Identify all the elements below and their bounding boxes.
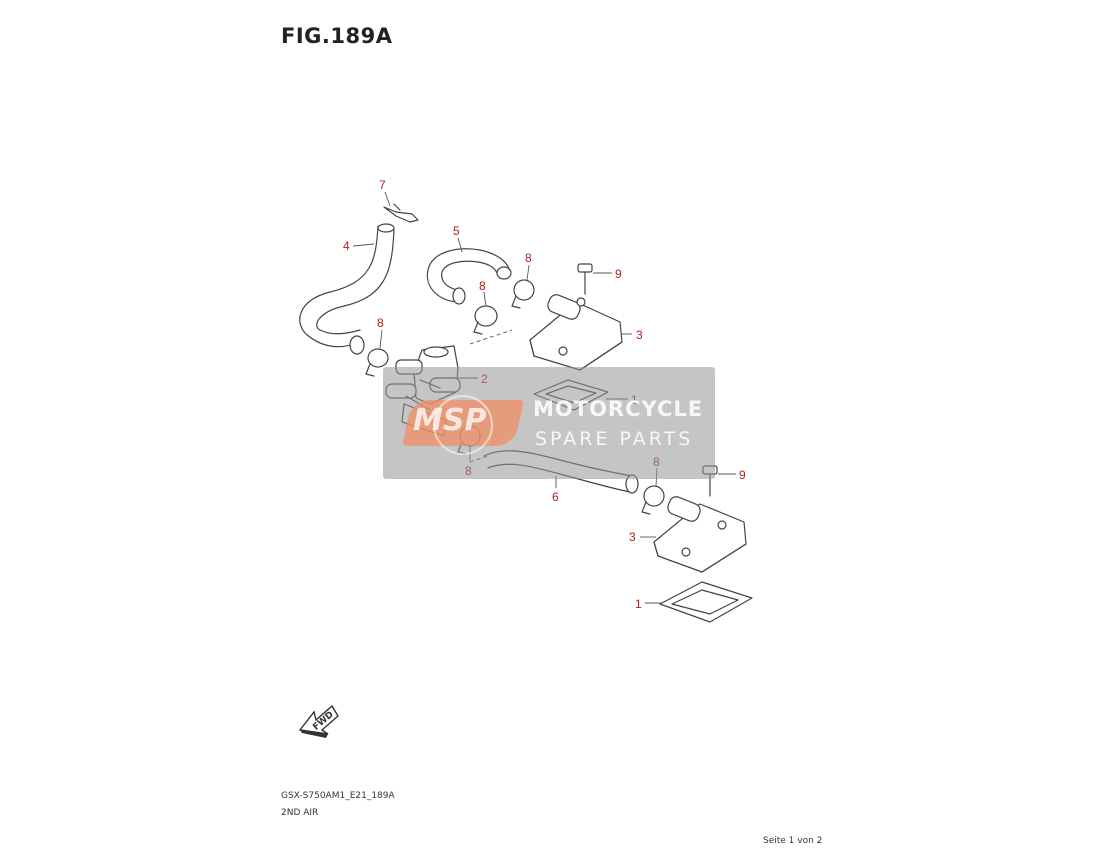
callout-3: 3	[629, 530, 636, 544]
callout-8: 8	[525, 251, 532, 265]
hose-5[interactable]	[426, 248, 512, 305]
fwd-arrow-icon: FWD	[298, 704, 339, 738]
model-code: GSX-S750AM1_E21_189A	[281, 791, 395, 801]
figure-title: FIG.189A	[281, 24, 393, 48]
callout-6: 6	[552, 490, 559, 504]
callout-3: 3	[636, 328, 643, 342]
bolt-9-upper[interactable]	[577, 263, 593, 295]
section-name: 2ND AIR	[281, 808, 319, 818]
page-indicator: Seite 1 von 2	[763, 836, 823, 846]
callout-9: 9	[615, 267, 622, 281]
cover-3-lower[interactable]	[653, 495, 747, 573]
clamp-8-a[interactable]	[365, 348, 389, 377]
callout-8: 8	[479, 279, 486, 293]
watermark-line2: SPARE PARTS	[535, 428, 694, 450]
callout-1: 1	[635, 597, 642, 611]
globe-icon	[433, 395, 493, 455]
watermark-line1: MOTORCYCLE	[533, 397, 704, 421]
callout-7: 7	[379, 178, 386, 192]
hose-4[interactable]	[299, 223, 395, 355]
clip-7[interactable]	[383, 203, 419, 223]
clamp-8-c[interactable]	[511, 279, 535, 309]
callout-5: 5	[453, 224, 460, 238]
clamp-8-b[interactable]	[473, 305, 498, 335]
callout-4: 4	[343, 239, 350, 253]
reed-plate-1-lower[interactable]	[659, 581, 753, 623]
callout-8: 8	[377, 316, 384, 330]
watermark: MSP MOTORCYCLE SPARE PARTS	[383, 367, 715, 479]
watermark-logo-text: MSP	[413, 403, 487, 438]
callout-9: 9	[739, 468, 746, 482]
cover-3-upper[interactable]	[529, 293, 623, 371]
clamp-8-e[interactable]	[641, 485, 665, 515]
